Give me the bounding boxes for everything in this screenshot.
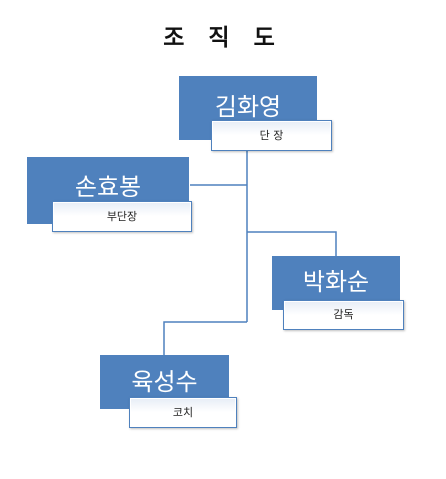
page-title: 조 직 도 <box>163 25 283 51</box>
node-leader-role: 단 장 <box>211 120 332 151</box>
node-director-name: 박화순 <box>302 268 370 296</box>
node-leader-role-label: 단 장 <box>259 129 284 142</box>
node-director-role-label: 감독 <box>333 308 354 321</box>
node-leader-name: 김화영 <box>214 93 282 121</box>
connector-to-director <box>247 231 337 256</box>
node-coach-role-label: 코치 <box>172 406 194 419</box>
node-vice-leader-role: 부단장 <box>52 201 192 232</box>
node-director-role: 감독 <box>283 300 404 330</box>
node-vice-leader-name: 손효봉 <box>74 173 142 201</box>
connector-to-coach <box>163 321 247 356</box>
node-coach-role: 코치 <box>129 397 237 428</box>
node-coach-name: 육성수 <box>131 368 198 396</box>
node-vice-leader-role-label: 부단장 <box>106 210 138 223</box>
